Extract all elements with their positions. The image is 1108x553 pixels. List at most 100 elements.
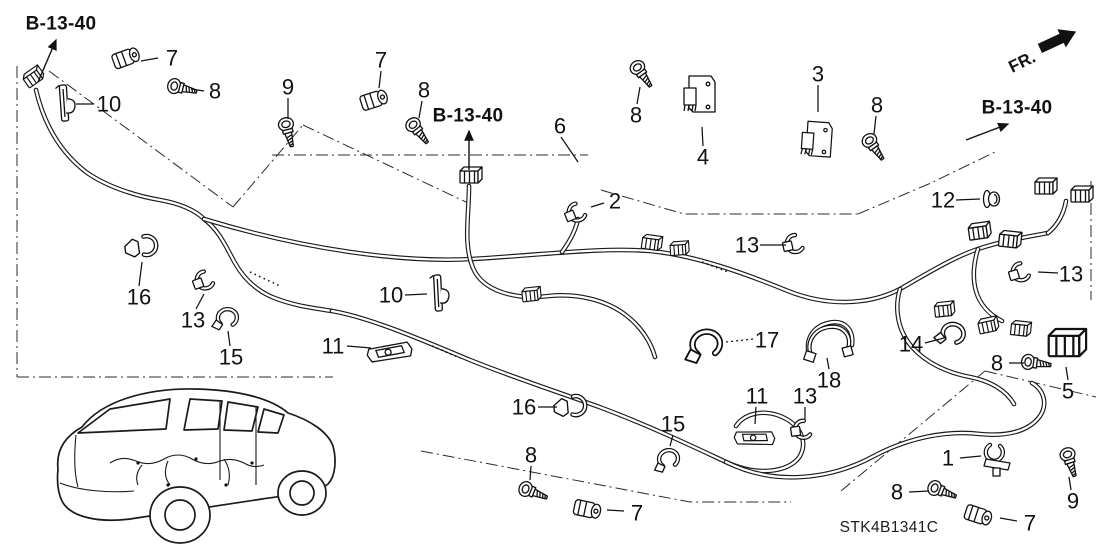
phantom-boundary-lines [16, 66, 1097, 503]
connector-icon [669, 240, 690, 257]
part-callout-number: 10 [97, 92, 121, 117]
callout-leader [754, 406, 757, 425]
fr-direction-label: FR. [1006, 47, 1039, 76]
diagram-code: STK4B1341C [840, 519, 939, 536]
part-callout-number: 4 [697, 145, 709, 170]
ref-label: B-13-40 [433, 106, 504, 127]
clamp-base-icon [984, 445, 1010, 476]
connector-icon [976, 315, 1001, 335]
part-callout-number: 2 [609, 189, 621, 214]
part-callout-number: 14 [899, 332, 923, 357]
harness-lines [36, 90, 1066, 477]
connector-icon [520, 285, 543, 303]
clip-long-icon [54, 83, 77, 123]
part-callout-number: 13 [793, 384, 817, 409]
callout-leader [955, 198, 981, 201]
clamp-icon [933, 321, 965, 348]
part-callout-number: 8 [630, 103, 642, 128]
part-callout-number: 7 [166, 46, 178, 71]
sensor-icon [962, 503, 995, 528]
callout-leader [924, 337, 945, 344]
bolt-icon [402, 114, 434, 149]
part-callout-number: 8 [525, 443, 537, 468]
callout-leader [999, 517, 1018, 522]
callout-leader [908, 490, 930, 493]
fr-direction: FR. [1006, 29, 1077, 77]
callout-leader [636, 86, 641, 105]
callouts-layer: 7810978628438121313171814851613151011161… [76, 46, 1083, 536]
connector-icon [997, 229, 1023, 249]
callout-leader [529, 465, 532, 481]
part-callout-number: 12 [931, 188, 955, 213]
part-callout-number: 16 [512, 395, 536, 420]
part-callout-number: 13 [735, 233, 759, 258]
part-callout-number: 11 [322, 334, 345, 359]
part-callout-number: 13 [1059, 262, 1083, 287]
connector-icon [1034, 177, 1058, 195]
part-callout-number: 11 [746, 384, 769, 409]
part-callout-number: 15 [661, 412, 685, 437]
ref-arrow-icon [37, 38, 57, 83]
callout-leader [227, 330, 231, 347]
clamp-icon [210, 308, 237, 330]
connector-icon [640, 233, 664, 252]
fr-arrow-icon [1037, 29, 1077, 53]
part-callout-number: 8 [418, 78, 430, 103]
sensor-icon [110, 45, 142, 71]
sensor-icon [572, 498, 603, 521]
callout-leader [140, 57, 159, 62]
part-callout-number: 8 [891, 480, 903, 505]
bolt-icon [1057, 445, 1083, 480]
bolt-icon [516, 478, 551, 506]
clamp-icon [651, 448, 681, 474]
grommet-icon [982, 189, 1001, 209]
callout-leader [873, 115, 877, 135]
connector-icon [1009, 319, 1033, 338]
part-callout-number: 10 [379, 283, 403, 308]
part-callout-number: 8 [991, 351, 1003, 376]
callout-leader [418, 100, 423, 119]
clip-hook-icon [124, 235, 158, 258]
callout-leader [959, 455, 982, 459]
callout-leader [725, 338, 754, 343]
part-callout-number: 9 [1067, 489, 1079, 514]
connector-icon [933, 300, 956, 318]
part-callout-number: 7 [375, 48, 387, 73]
callout-leader [190, 88, 205, 92]
callout-leader [138, 261, 143, 287]
bracket-clip-icon [365, 341, 414, 364]
callout-leader [346, 345, 372, 349]
part-callout-number: 17 [755, 328, 779, 353]
ref-label: B-13-40 [982, 98, 1053, 119]
connector-icon [967, 220, 993, 241]
part-callout-number: 16 [127, 285, 151, 310]
vehicle-harness-route [109, 454, 265, 468]
connector-icon [20, 64, 47, 89]
part-callout-number: 1 [942, 446, 954, 471]
clamp-icon [681, 329, 724, 365]
connector-icon [1047, 327, 1088, 358]
callout-leader [1037, 271, 1059, 274]
callout-leader [606, 509, 625, 512]
callout-leader [1068, 476, 1072, 491]
clip-ring-icon [191, 270, 213, 290]
part-callout-number: 8 [209, 79, 221, 104]
part-callout-number: 3 [812, 62, 824, 87]
callout-leader [590, 202, 605, 208]
part-callout-number: 7 [1024, 511, 1036, 536]
part-callout-number: 13 [181, 308, 205, 333]
callout-leader [195, 293, 205, 310]
part-callout-number: 7 [631, 501, 643, 526]
bolt-icon [626, 57, 658, 92]
bolt-icon [165, 76, 200, 100]
callout-leader [378, 70, 382, 89]
clip-ring-icon [563, 202, 586, 222]
bolt-icon [925, 477, 960, 505]
callout-leader [560, 136, 579, 163]
connector-icon [459, 166, 483, 184]
sensor-icon [358, 87, 390, 112]
ref-arrow-icon [965, 122, 1010, 141]
vehicle-inset [56, 388, 336, 544]
